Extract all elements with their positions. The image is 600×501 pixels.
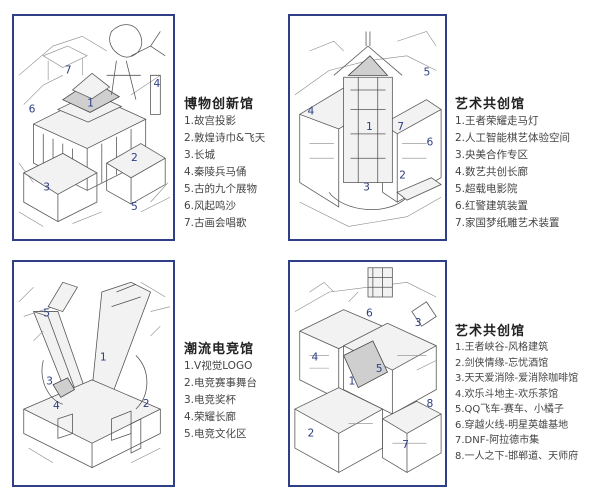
legend-item: 3.央美合作专区 (455, 149, 529, 161)
legend-item: 3.电竞奖杯 (184, 394, 237, 406)
legend-item: 4.荣耀长廊 (184, 411, 237, 423)
game-art-hall-title: 艺术共创馆 (455, 324, 526, 339)
legend-item: 5.超载电影院 (455, 183, 518, 195)
esports-hall-sketch (18, 281, 171, 469)
legend-item: 2.敦煌诗巾&飞天 (184, 132, 266, 144)
museum-hall-illustration: 1 2 3 4 5 6 7 (12, 14, 175, 241)
legend-item: 1.王者峡谷-风格建筑 (455, 342, 549, 353)
game-art-hall-legend: 1.王者峡谷-风格建筑 2.剑侠情缘-忘忧酒馆 3.天天爱消除-爱消除咖啡馆 4… (455, 340, 578, 464)
esports-hall-illustration: 1 2 3 4 5 (12, 260, 175, 487)
legend-item: 6.穿越火线-明星英雄基地 (455, 419, 569, 431)
legend-item: 1.王者荣耀走马灯 (455, 115, 539, 127)
legend-item: 2.电竞赛事舞台 (184, 377, 258, 389)
art-hall-sketch (294, 31, 442, 227)
museum-hall-title: 博物创新馆 (184, 97, 255, 112)
legend-item: 3.天天爱消除-爱消除咖啡馆 (455, 373, 579, 384)
esports-hall-title: 潮流电竞馆 (184, 342, 255, 357)
art-hall-title: 艺术共创馆 (455, 97, 526, 112)
esports-hall-legend: 1.V视觉LOGO 2.电竞赛事舞台 3.电竞奖杯 4.荣耀长廊 5.电竞文化区 (184, 358, 257, 443)
legend-item: 2.剑侠情缘-忘忧酒馆 (455, 357, 549, 369)
legend-item: 7.古画会唱歌 (184, 217, 247, 229)
art-hall-legend: 1.王者荣耀走马灯 2.人工智能棋艺体验空间 3.央美合作专区 4.数艺共创长廊… (455, 113, 570, 232)
legend-item: 4.欢乐斗地主-欢乐茶馆 (455, 388, 559, 400)
museum-hall-sketch (18, 24, 171, 227)
legend-item: 5.电竞文化区 (184, 428, 247, 440)
legend-item: 7.家国梦纸雕艺术装置 (455, 217, 560, 229)
game-art-hall-sketch (294, 267, 442, 474)
legend-item: 1.V视觉LOGO (184, 360, 253, 372)
legend-item: 4.数艺共创长廊 (455, 166, 529, 178)
legend-item: 4.秦陵兵马俑 (184, 166, 247, 178)
legend-item: 7.DNF-阿拉德市集 (455, 435, 540, 446)
game-art-hall-illustration: 1 2 3 4 5 6 7 8 (288, 260, 447, 487)
legend-item: 6.红警建筑装置 (455, 200, 529, 212)
museum-hall-legend: 1.故宫投影 2.敦煌诗巾&飞天 3.长城 4.秦陵兵马俑 5.古的九个展物 6… (184, 113, 265, 232)
legend-item: 5.QQ飞车-赛车、小橘子 (455, 404, 564, 415)
legend-item: 1.故宫投影 (184, 115, 237, 127)
legend-item: 5.古的九个展物 (184, 183, 258, 195)
legend-item: 3.长城 (184, 149, 216, 161)
legend-item: 2.人工智能棋艺体验空间 (455, 132, 571, 144)
legend-item: 8.一人之下-邯郸道、天师府 (455, 450, 579, 462)
art-hall-illustration: 1 2 3 4 5 6 7 (288, 14, 447, 241)
legend-item: 6.风起鸣沙 (184, 200, 237, 212)
